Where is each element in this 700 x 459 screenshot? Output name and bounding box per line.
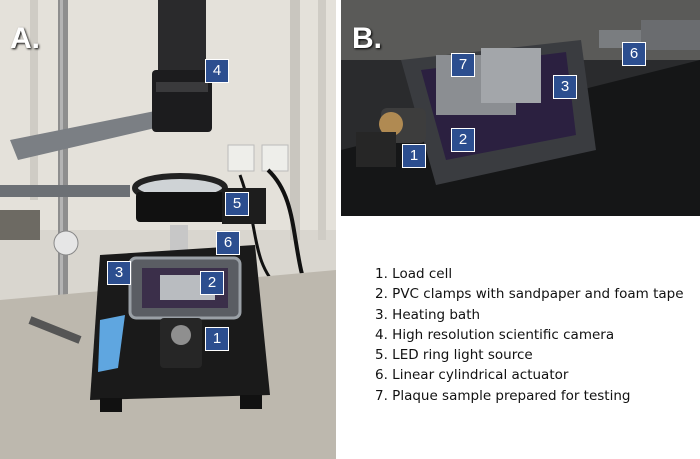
component-legend: 1. Load cell 2. PVC clamps with sandpape… bbox=[375, 264, 684, 406]
legend-item: 7. Plaque sample prepared for testing bbox=[375, 387, 631, 404]
callout-load-cell-1: 1 bbox=[205, 327, 229, 351]
callout-heating-bath-3: 3 bbox=[107, 261, 131, 285]
callout-load-cell-1b: 1 bbox=[402, 144, 426, 168]
legend-item: 1. Load cell bbox=[375, 266, 453, 282]
callout-heating-bath-3b: 3 bbox=[553, 75, 577, 99]
callout-actuator-6: 6 bbox=[216, 231, 240, 255]
callout-clamps-2: 2 bbox=[200, 271, 224, 295]
legend-item: 4. High resolution scientific camera bbox=[375, 326, 615, 343]
photo-panel-b bbox=[341, 0, 700, 216]
callout-plaque-sample-7: 7 bbox=[451, 53, 475, 77]
callout-ring-light-5: 5 bbox=[225, 192, 249, 216]
legend-item: 5. LED ring light source bbox=[375, 347, 533, 364]
callout-camera-4: 4 bbox=[205, 59, 229, 83]
panel-b-label: B. bbox=[352, 22, 382, 55]
legend-item: 2. PVC clamps with sandpaper and foam ta… bbox=[375, 286, 684, 303]
callout-actuator-6b: 6 bbox=[622, 42, 646, 66]
photo-panel-a bbox=[0, 0, 336, 459]
legend-item: 6. Linear cylindrical actuator bbox=[375, 367, 569, 384]
panel-a-label: A. bbox=[10, 22, 40, 55]
callout-clamps-2b: 2 bbox=[451, 128, 475, 152]
legend-item: 3. Heating bath bbox=[375, 306, 481, 323]
